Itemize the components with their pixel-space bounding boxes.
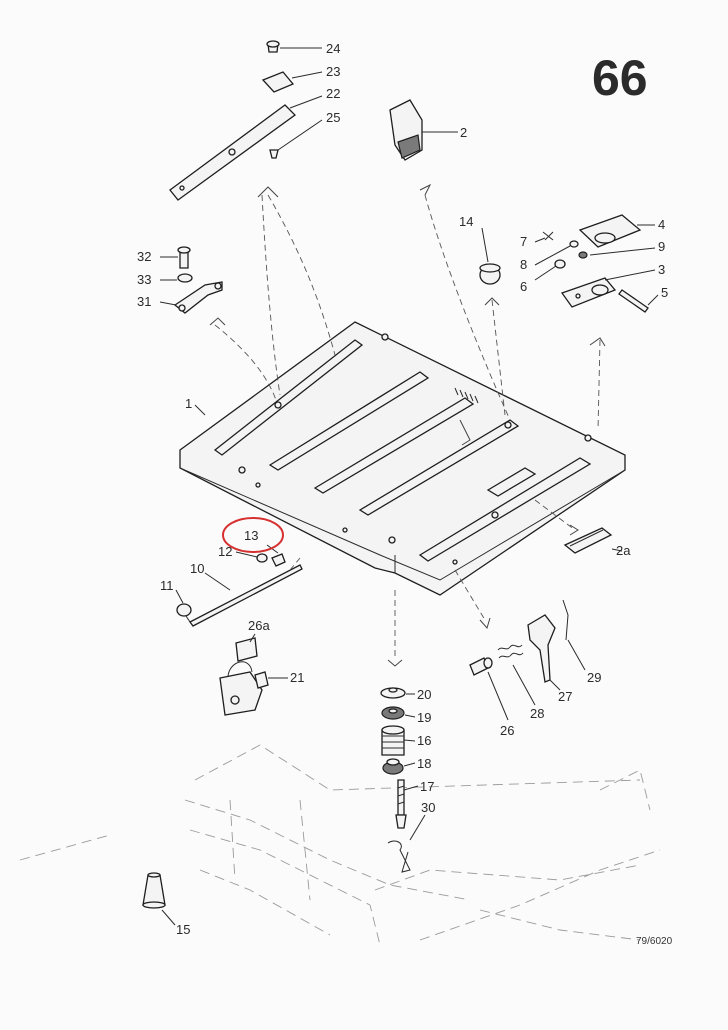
lock-assembly (219, 637, 269, 716)
callout-26: 26 (500, 723, 514, 738)
callout-29: 29 (587, 670, 601, 685)
callout-1: 1 (185, 396, 192, 411)
callout-12: 12 (218, 544, 232, 559)
callout-13: 13 (244, 528, 258, 543)
callout-15: 15 (176, 922, 190, 937)
callout-28: 28 (530, 706, 544, 721)
callout-11: 11 (160, 578, 174, 593)
page-number: 66 (592, 50, 648, 106)
callout-25: 25 (326, 110, 340, 125)
callout-14: 14 (459, 214, 473, 229)
callout-19: 19 (417, 710, 431, 725)
callout-10: 10 (190, 561, 204, 576)
callout-32: 32 (137, 249, 151, 264)
callout-16: 16 (417, 733, 431, 748)
hinge-assembly (542, 214, 649, 313)
buffer-stack (380, 687, 407, 829)
callout-31: 31 (137, 294, 151, 309)
leader-lines (159, 47, 659, 926)
drawing-reference: 79/6020 (636, 936, 673, 947)
assembly-guide-lines (214, 194, 601, 660)
highlight-circle (222, 517, 284, 553)
callout-8: 8 (520, 257, 527, 272)
bump-stop-part-14 (479, 263, 501, 285)
vehicle-body-outline (19, 744, 661, 946)
callout-22: 22 (326, 86, 340, 101)
callout-33: 33 (137, 272, 151, 287)
callout-18: 18 (417, 756, 431, 771)
callout-27: 27 (558, 689, 572, 704)
callout-7: 7 (520, 234, 527, 249)
callout-20: 20 (417, 687, 431, 702)
callout-30: 30 (421, 800, 435, 815)
direction-arrows (209, 183, 606, 667)
callout-4: 4 (658, 217, 665, 232)
callout-5: 5 (661, 285, 668, 300)
callout-26a: 26a (248, 618, 270, 633)
callout-23: 23 (326, 64, 340, 79)
stay-rod-assembly (176, 553, 303, 627)
callout-2a: 2a (616, 543, 631, 558)
latch-part-2 (389, 99, 423, 161)
callout-17: 17 (420, 779, 434, 794)
cone-part-15 (142, 872, 166, 909)
callout-24: 24 (326, 41, 340, 56)
callout-3: 3 (658, 262, 665, 277)
pad-part-2a (563, 527, 613, 554)
callout-labels: 24 23 22 25 2 14 4 7 9 8 3 6 5 32 33 31 … (137, 41, 668, 937)
callout-21: 21 (290, 670, 304, 685)
clip-part-30 (387, 840, 411, 873)
strap-assembly (169, 40, 296, 201)
bonnet-panel (179, 321, 626, 596)
bracket-assembly-31 (173, 246, 223, 314)
callout-9: 9 (658, 239, 665, 254)
release-mechanism (469, 599, 569, 683)
callout-2: 2 (460, 125, 467, 140)
callout-6: 6 (520, 279, 527, 294)
